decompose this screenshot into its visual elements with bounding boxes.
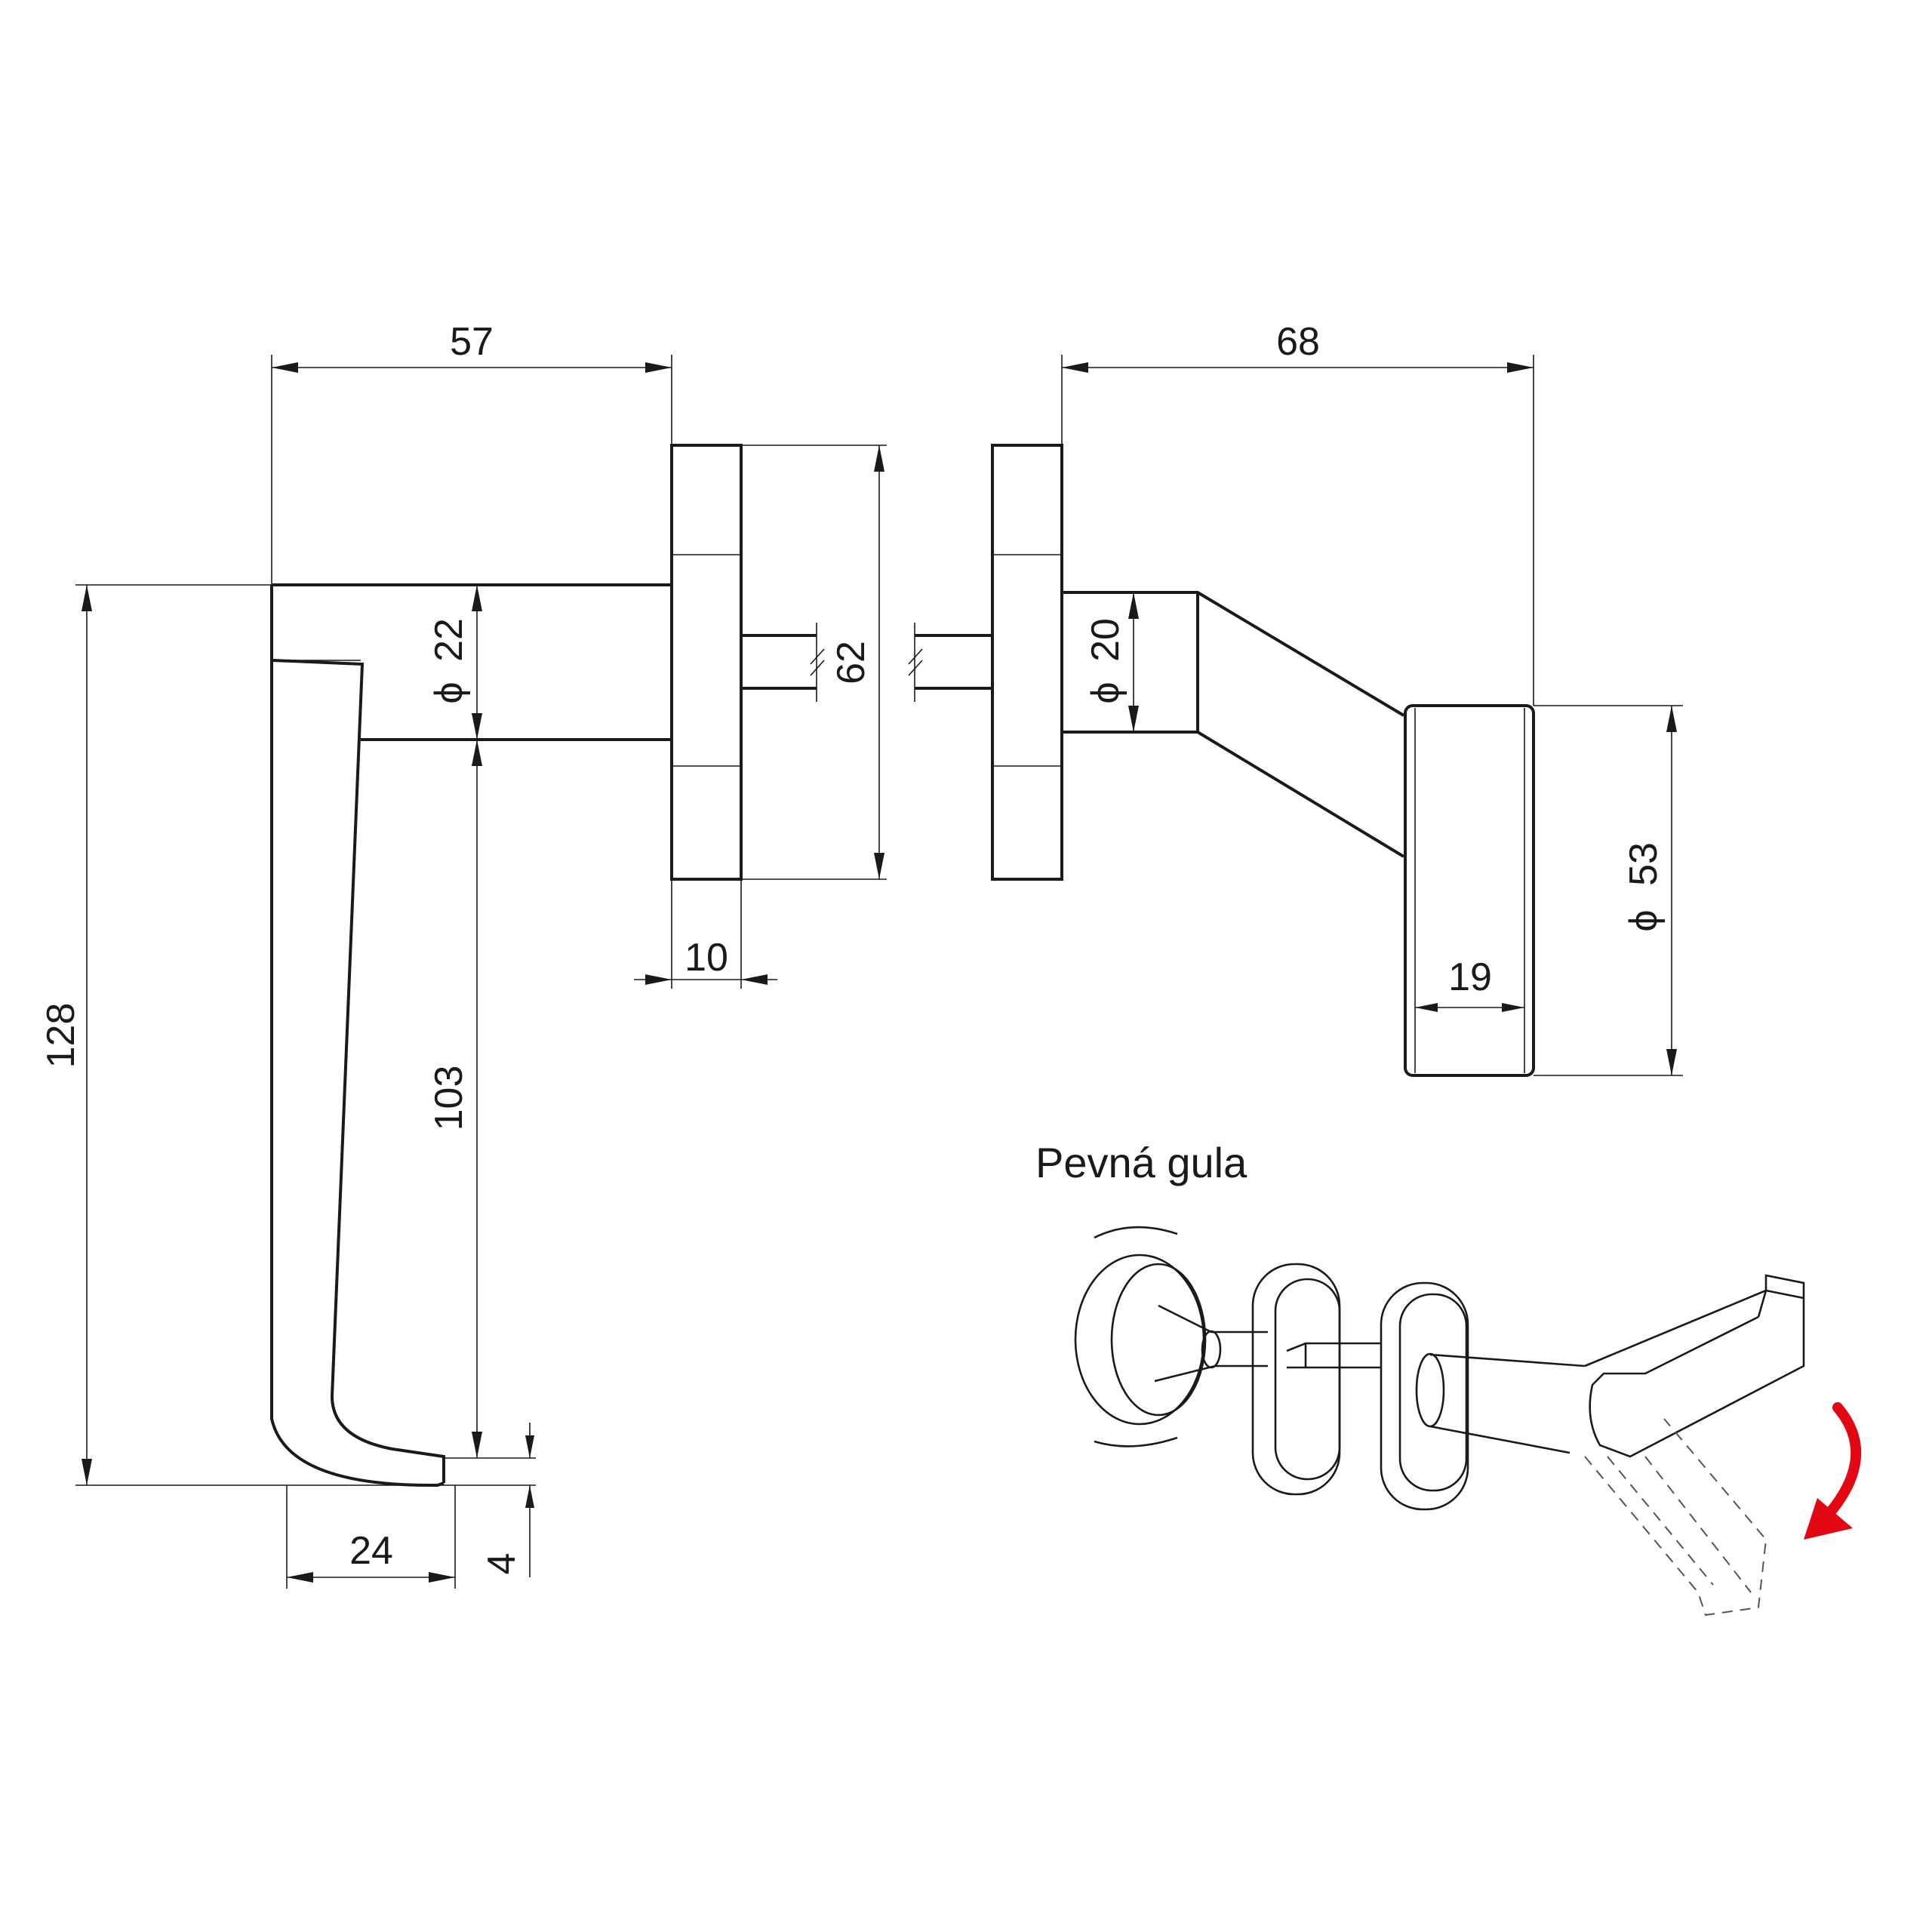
- dim-53: 53: [1622, 842, 1666, 886]
- dim-10: 10: [685, 936, 728, 980]
- dim-128: 128: [39, 1003, 83, 1069]
- iso-oval-rose-right: [1380, 1281, 1469, 1511]
- dim-57: 57: [450, 320, 494, 364]
- iso-lever-rotated: [1584, 1418, 1767, 1617]
- dim-22: 22: [427, 618, 471, 662]
- knob-body: [1404, 704, 1535, 1077]
- rotation-arrowhead: [1804, 1498, 1853, 1540]
- caption-title: Pevná gula: [1035, 1139, 1247, 1186]
- dim-19: 19: [1448, 955, 1492, 999]
- rotation-arrow: [1821, 1402, 1862, 1522]
- rose-left: [670, 444, 743, 881]
- dim-20-symbol: ϕ: [1084, 681, 1128, 703]
- fixed-knob-side-view: [908, 444, 1535, 1077]
- dim-4: 4: [480, 1553, 524, 1575]
- dim-24: 24: [349, 1529, 393, 1573]
- iso-lever-neck: [1429, 1353, 1586, 1454]
- dimension-lines: [75, 355, 1683, 1589]
- lever-inner-profile: [272, 659, 445, 1483]
- dim-53-symbol: ϕ: [1622, 909, 1666, 931]
- assembly-isometric-view: [1074, 1226, 1862, 1617]
- knob-neck: [1062, 591, 1405, 858]
- lever-outline: [270, 585, 445, 1487]
- dim-103: 103: [427, 1066, 471, 1131]
- iso-rose-left: [1074, 1254, 1205, 1426]
- dim-20: 20: [1084, 618, 1128, 662]
- iso-lever: [1584, 1274, 1805, 1458]
- dim-62: 62: [829, 641, 873, 685]
- dimension-labels: 57 68 62 10 19 128 103 24 4 ϕ 22 ϕ 20 ϕ …: [39, 320, 1666, 1574]
- dim-22-symbol: ϕ: [427, 681, 471, 703]
- rose-right: [991, 444, 1063, 881]
- iso-oval-plate: [1251, 1263, 1341, 1496]
- iso-spindle: [1286, 1342, 1381, 1369]
- dim-68: 68: [1276, 320, 1320, 364]
